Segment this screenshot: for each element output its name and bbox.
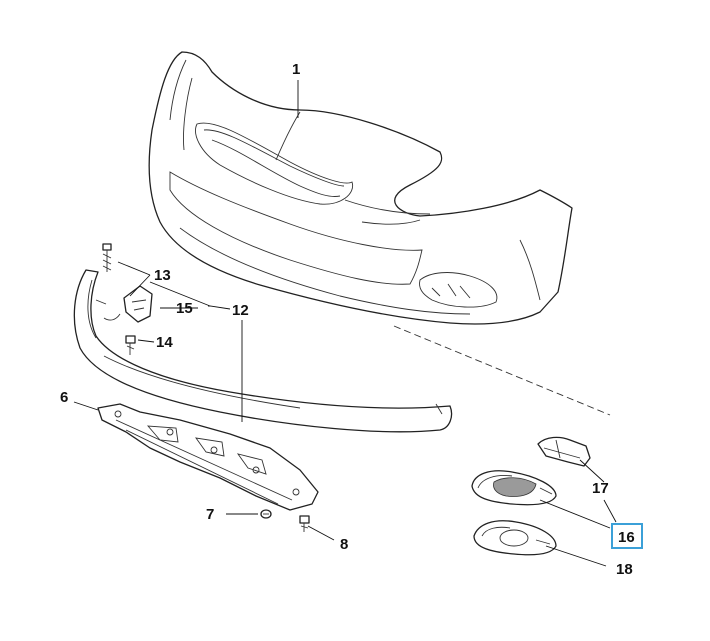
callout-6[interactable]: 6 (60, 389, 68, 406)
fog-lamp-grille-insert[interactable] (471, 470, 557, 506)
leader-lines (73, 80, 617, 567)
bolt-13[interactable] (102, 243, 112, 272)
callout-16[interactable]: 16 (618, 529, 635, 546)
fog-lamp-bezel[interactable] (473, 520, 557, 556)
callout-7[interactable]: 7 (206, 506, 214, 523)
underbody-shield[interactable] (97, 403, 319, 511)
callout-18[interactable]: 18 (616, 561, 633, 578)
bracket-17[interactable] (537, 436, 591, 467)
bolt-8[interactable] (299, 515, 310, 532)
callout-12[interactable]: 12 (232, 302, 249, 319)
callout-16-highlight-box (611, 523, 643, 549)
lower-spoiler-lip[interactable] (73, 269, 453, 433)
callout-labels: 1 6 7 8 12 13 14 15 16 17 18 (60, 61, 635, 578)
bolt-14[interactable] (125, 335, 136, 355)
front-bumper-cover[interactable] (148, 51, 573, 325)
assembly-dashed-line (393, 325, 611, 416)
callout-17[interactable]: 17 (592, 480, 609, 497)
callout-1[interactable]: 1 (292, 61, 300, 78)
callout-14[interactable]: 14 (156, 334, 173, 351)
screw-7[interactable] (260, 509, 272, 519)
callout-13[interactable]: 13 (154, 267, 171, 284)
callout-8[interactable]: 8 (340, 536, 348, 553)
callout-15[interactable]: 15 (176, 300, 193, 317)
bracket-15[interactable] (123, 285, 153, 323)
